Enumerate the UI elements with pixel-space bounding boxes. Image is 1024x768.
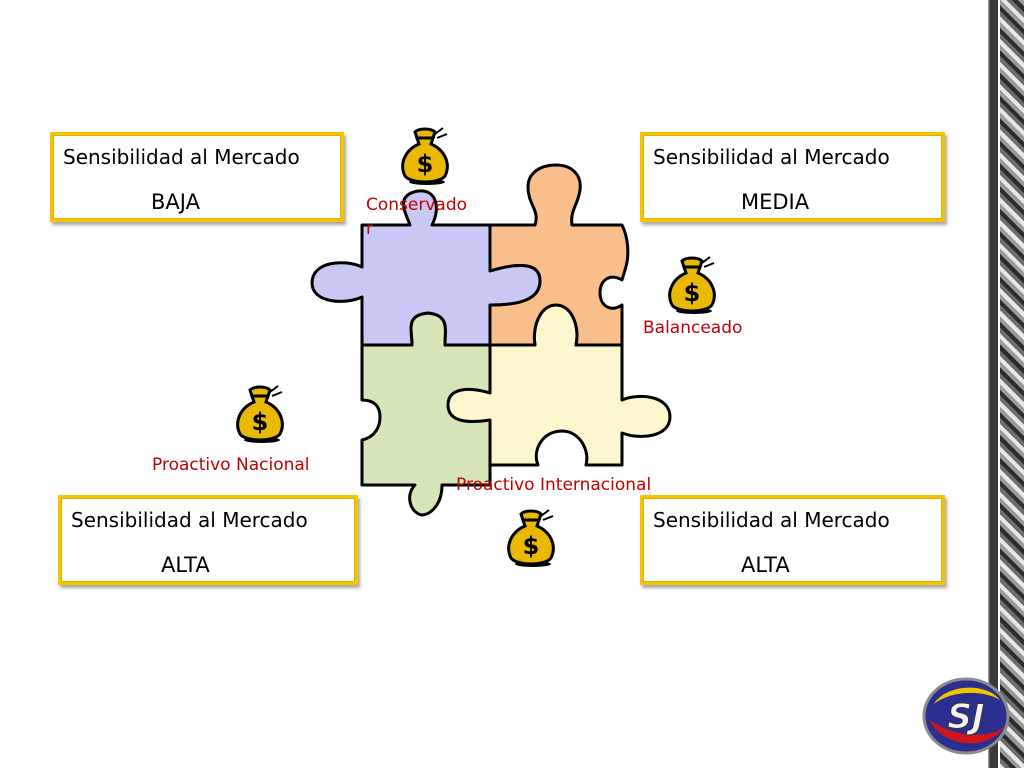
- dollar-sign: $: [417, 150, 434, 178]
- box-title: Sensibilidad al Mercado: [71, 508, 308, 532]
- box-sensibilidad-alta-right: Sensibilidad al Mercado ALTA: [640, 495, 945, 585]
- dollar-sign: $: [684, 279, 701, 307]
- jigsaw-puzzle: [310, 163, 672, 517]
- box-title: Sensibilidad al Mercado: [63, 145, 300, 169]
- money-bag-icon: $: [236, 385, 284, 443]
- logo-text: SJ: [947, 697, 984, 737]
- money-bag-icon: $: [507, 509, 555, 567]
- dollar-sign: $: [252, 408, 269, 436]
- label-proactivo-internacional: Proactivo Internacional: [456, 475, 652, 495]
- logo-emblem: SJ: [922, 677, 1010, 755]
- dollar-sign: $: [523, 532, 540, 560]
- box-level: ALTA: [161, 553, 210, 577]
- box-title: Sensibilidad al Mercado: [653, 508, 890, 532]
- decorative-right-border: [988, 0, 1024, 768]
- label-proactivo-nacional: Proactivo Nacional: [152, 455, 310, 475]
- label-balanceado: Balanceado: [643, 318, 743, 338]
- box-sensibilidad-media: Sensibilidad al Mercado MEDIA: [640, 132, 945, 222]
- box-sensibilidad-alta-left: Sensibilidad al Mercado ALTA: [58, 495, 358, 585]
- box-sensibilidad-baja: Sensibilidad al Mercado BAJA: [50, 132, 344, 222]
- label-conservador: Conservado r: [366, 195, 468, 239]
- box-level: ALTA: [741, 553, 790, 577]
- money-bag-icon: $: [668, 256, 716, 314]
- puzzle-piece-lavender: [310, 189, 542, 347]
- box-title: Sensibilidad al Mercado: [653, 145, 890, 169]
- box-level: BAJA: [151, 190, 200, 214]
- money-bag-icon: $: [401, 127, 449, 185]
- box-level: MEDIA: [741, 190, 810, 214]
